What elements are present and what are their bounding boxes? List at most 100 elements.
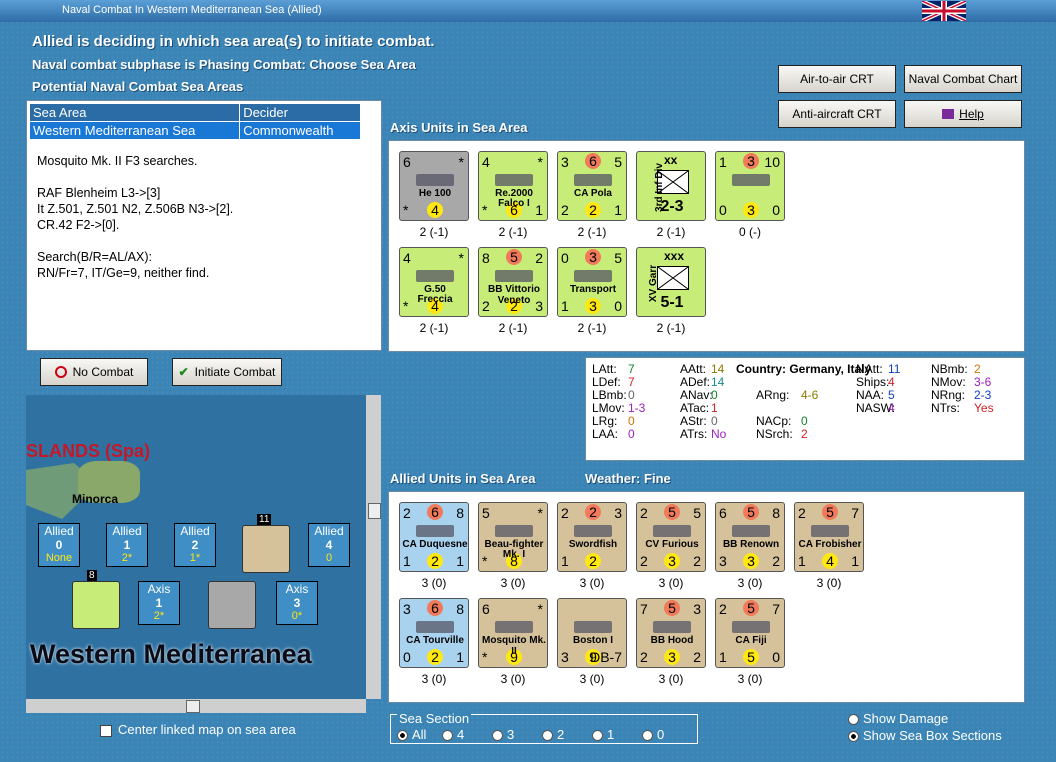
anti-aircraft-crt-button[interactable]: Anti-aircraft CRT (778, 100, 896, 128)
sea-box-sub: 1* (189, 552, 201, 564)
counter-bottom-left: 0 (403, 649, 411, 665)
sea-section-radio[interactable]: 1 (592, 727, 614, 742)
center-map-checkbox[interactable]: Center linked map on sea area (100, 722, 296, 737)
counter-top-mid: 6 (427, 504, 443, 520)
sea-section-radio[interactable]: 4 (442, 727, 464, 742)
counter-top-right: 2 (535, 250, 543, 266)
counter-unit-name: He 100 (418, 188, 452, 199)
counter-top-right: * (537, 505, 543, 521)
counter-bottom-left: 0 (719, 202, 727, 218)
unit-silhouette-icon (574, 621, 612, 633)
counter-bottom-right: 3 (535, 298, 543, 314)
unit-silhouette-icon (495, 525, 533, 537)
counter-unit-name: Transport (569, 284, 617, 295)
counter-unit-name: CV Furious (645, 539, 699, 550)
counter-unit-name: Swordfish (568, 539, 618, 550)
sea-section-option: 1 (607, 727, 615, 742)
counter-unit-name: Mosquito Mk. II (482, 635, 546, 657)
air-to-air-crt-button[interactable]: Air-to-air CRT (778, 65, 896, 93)
minorca-label: Minorca (72, 492, 119, 506)
no-combat-button[interactable]: No Combat (40, 358, 148, 386)
counter-bottom-right: 1 (614, 202, 622, 218)
stat-value: 0 (711, 414, 718, 428)
counter-top-right: 7 (772, 601, 780, 617)
counter-bottom-mid: 3 (664, 649, 680, 665)
sea-section-radio[interactable]: 2 (542, 727, 564, 742)
counter-top-left: 6 (719, 505, 727, 521)
sea-section-radio[interactable]: 3 (492, 727, 514, 742)
linked-map[interactable]: SLANDS (Spa) Minorca Western Mediterrane… (26, 395, 366, 699)
map-horizontal-scrollbar[interactable] (26, 699, 366, 713)
show-sea-box-radio[interactable]: Show Sea Box Sections (848, 728, 1002, 743)
sea-section-radio[interactable]: 0 (642, 727, 664, 742)
radio-icon (397, 730, 408, 742)
sea-box-sub: None (45, 552, 73, 564)
counter-top-left: 2 (403, 505, 411, 521)
map-unit-stack[interactable]: 11 (242, 514, 290, 573)
map-vertical-scrollbar[interactable] (366, 395, 381, 699)
stat-value: No (711, 427, 727, 441)
counter-top-mid: 5 (743, 600, 759, 616)
counter-bottom-left: 1 (561, 553, 569, 569)
help-button[interactable]: Help (904, 100, 1022, 128)
counter-unit-subname: Freccia (417, 294, 453, 305)
sea-section-radio[interactable]: All (397, 727, 426, 742)
counter-unit-name: Re.2000 (495, 188, 533, 199)
map-unit-stack[interactable] (208, 581, 256, 629)
counter-bottom-right: 0 (772, 649, 780, 665)
counter-caption: 3 (0) (579, 576, 605, 590)
counter-caption: 3 (0) (579, 672, 605, 686)
naval-combat-chart-button[interactable]: Naval Combat Chart (904, 65, 1022, 93)
show-damage-radio[interactable]: Show Damage (848, 711, 948, 726)
counter-bottom-left: 2 (561, 202, 569, 218)
counter-top-right: 10 (764, 154, 780, 170)
counter-unit-name: BB Renown (722, 539, 780, 550)
stat-value: Yes (974, 401, 994, 415)
initiate-combat-button[interactable]: ✔Initiate Combat (172, 358, 282, 386)
counter-caption: 3 (0) (737, 576, 763, 590)
counter-bottom-left: * (482, 553, 488, 569)
counter-unit-name: CA Duquesne (402, 539, 468, 550)
stat-label: LRg: (592, 414, 618, 428)
map-unit-stack[interactable]: 8 (72, 570, 120, 629)
counter-caption: 3 (0) (421, 672, 447, 686)
counter-bottom-mid: 8 (506, 553, 522, 569)
counter-top-right: 3 (614, 505, 622, 521)
counter-top-mid: 6 (585, 153, 601, 169)
island-minorca (78, 461, 140, 503)
counter-caption: 2 (-1) (656, 321, 686, 335)
sea-section-option: 0 (657, 727, 665, 742)
counter-top-mid: 5 (743, 504, 759, 520)
stat-value: 0 (628, 427, 635, 441)
